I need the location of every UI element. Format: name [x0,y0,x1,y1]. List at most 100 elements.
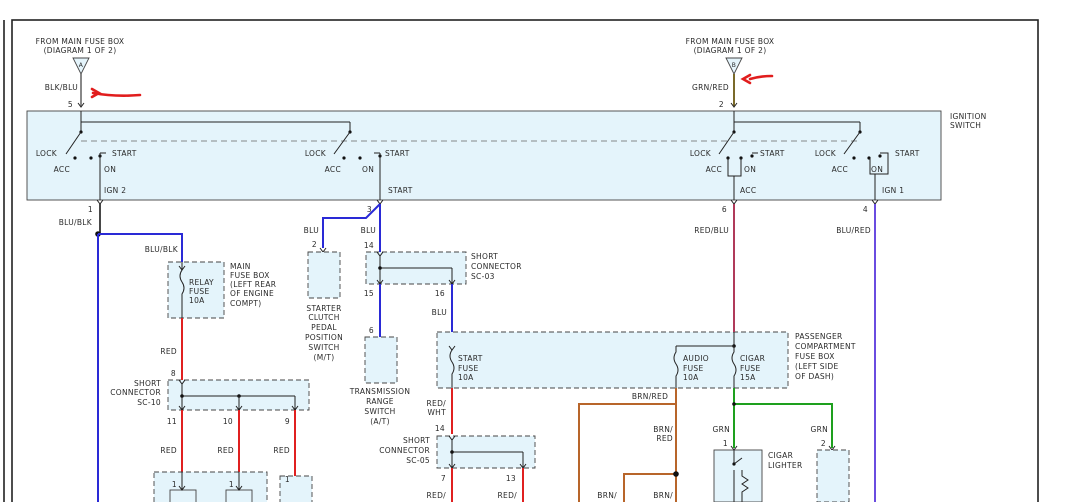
cigar-lighter-l2: LIGHTER [768,461,802,470]
annotation-arrow-right [748,74,774,81]
sc10-l1: SHORT [134,379,161,388]
sw4-on: ON [871,165,883,174]
trans-range-l2: RANGE [366,397,394,406]
relay-fuse-3: 10A [189,296,205,305]
wire-label-red-wht-2: WHT [427,408,446,417]
audio-fuse-2: FUSE [683,364,704,373]
pin-16: 16 [435,289,445,298]
sc10-l3: SC-10 [137,398,161,407]
pin-15: 15 [364,289,374,298]
bottom-left-components: 1 1 1 [153,471,313,502]
wire-label-red-11: RED [160,446,177,455]
main-fuse-box-l1: MAIN [230,262,251,271]
pin-2b: 2 [821,439,826,448]
main-fuse-box-l2: FUSE BOX [230,271,270,280]
cigar-fuse-2: FUSE [740,364,761,373]
cigar-fuse-1: CIGAR [740,354,765,363]
sc05-l2: CONNECTOR [379,446,430,455]
pin-14b: 14 [435,424,445,433]
wire-label-grn-2: GRN [810,425,828,434]
pin-2a: 2 [312,240,317,249]
cigar-lighter: CIGAR LIGHTER [713,449,802,502]
pin-1a: 1 [172,480,177,489]
source-b-pin: 2 [719,100,724,109]
passenger-fuse-box: PASSENGER COMPARTMENT FUSE BOX (LEFT SID… [436,331,856,389]
wire-label-blu-blk-1: BLU/BLK [59,218,93,227]
sc03-l2: CONNECTOR [471,262,522,271]
wire-label-brn-red-mid-1: BRN/ [653,425,673,434]
sw4-acc: ACC [832,165,848,174]
wire-label-brn-red-mid-2: RED [656,434,673,443]
main-fuse-box-l5: COMPT) [230,299,261,308]
wire-label-blu-red: BLU/RED [836,226,871,235]
pcfb-l3: FUSE BOX [795,352,835,361]
start-fuse-icon [449,349,455,388]
ignition-switch: IGNITION SWITCH LOCK ACC ON START IGN 2 … [26,110,987,201]
pcfb-l2: COMPARTMENT [795,342,856,351]
annotation-arrowhead-left [90,87,102,99]
pin-1b: 1 [229,480,234,489]
wire-label-red-blu: RED/BLU [694,226,729,235]
out-acc-label: ACC [740,186,756,195]
wire-label-red-br: RED/ [498,491,518,500]
sc05-l3: SC-05 [406,456,430,465]
wire-label-grn-1: GRN [712,425,730,434]
starter-clutch-switch: STARTER CLUTCH PEDAL POSITION SWITCH (M/… [305,251,343,362]
ign1-label: IGN 1 [882,186,904,195]
wire-label-red-bl: RED/ [427,491,447,500]
sw2-on: ON [362,165,374,174]
main-fuse-box-l4: OF ENGINE [230,289,274,298]
wire-label-blu-2: BLU [361,226,376,235]
switch-output-pins: 1 3 6 4 [88,199,879,214]
wire-label-brn-red-top: BRN/RED [632,392,668,401]
pcfb-l5: OF DASH) [795,372,834,381]
wire-label-brn-b1: BRN/ [597,491,617,500]
pin-arrow-2 [730,102,738,108]
audio-fuse-1: AUDIO [683,354,709,363]
audio-fuse-icon [673,346,679,388]
cigar-fuse-3: 15A [740,373,756,382]
wire-grn-branch [734,403,833,448]
wire-brn-red-main [578,388,677,502]
sw1-on: ON [104,165,116,174]
wire-blu-blk-to-relay [98,233,183,262]
start-fuse-2: FUSE [458,364,479,373]
cigar-lighter-l1: CIGAR [768,451,793,460]
audio-fuse-3: 10A [683,373,699,382]
source-a-label-1: FROM MAIN FUSE BOX [36,37,125,46]
sw1-start: START [112,149,137,158]
splice-brn-red [673,471,679,477]
ignition-switch-title-2: SWITCH [950,121,981,130]
source-a-wire: BLK/BLU [45,83,78,92]
source-b-letter: B [732,62,736,69]
heating-element-icon [741,470,749,502]
starter-clutch-l4: POSITION [305,333,343,342]
main-fuse-box-l3: (LEFT REAR [230,280,276,289]
transmission-range-switch: TRANSMISSION RANGE SWITCH (A/T) [349,336,411,426]
ignition-switch-box [26,110,942,201]
short-connector-sc05: SHORT CONNECTOR SC-05 [379,435,536,469]
trans-range-l3: SWITCH [364,407,395,416]
wire-brn-red-branch [623,473,676,502]
out-start-label: START [388,186,413,195]
source-a-pin: 5 [68,100,73,109]
ignition-switch-title-1: IGNITION [950,112,987,121]
trans-range-l1: TRANSMISSION [349,387,411,396]
short-connector-sc03: SHORT CONNECTOR SC-03 [365,251,522,285]
wire-label-blu-1: BLU [304,226,319,235]
diagram-frame [11,19,1039,502]
sw4-lock: LOCK [815,149,837,158]
wire-label-red-1: RED [160,347,177,356]
pin-14a: 14 [364,241,374,250]
start-fuse-3: 10A [458,373,474,382]
source-a-label-2: (DIAGRAM 1 OF 2) [44,46,117,55]
short-connector-sc10: SHORT CONNECTOR SC-10 [110,379,310,411]
sc03-l1: SHORT [471,252,498,261]
pcfb-l4: (LEFT SIDE [795,362,838,371]
sw3-lock: LOCK [690,149,712,158]
pcfb-l1: PASSENGER [795,332,843,341]
relay-fuse-2: FUSE [189,287,210,296]
relay-fuse-icon [179,269,185,318]
wire-label-blu-blk-2: BLU/BLK [145,245,179,254]
